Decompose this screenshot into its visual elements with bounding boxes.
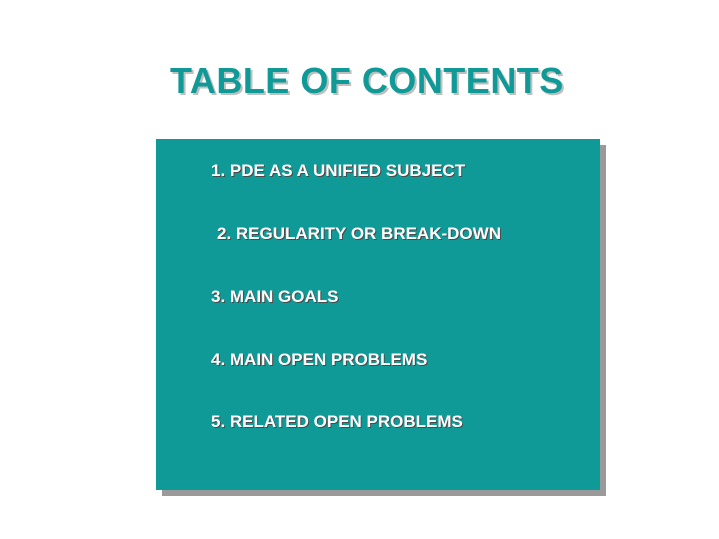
contents-item-3: 3. MAIN GOALS bbox=[211, 287, 339, 306]
slide-title: TABLE OF CONTENTS bbox=[170, 60, 564, 101]
contents-item-4: 4. MAIN OPEN PROBLEMS bbox=[211, 350, 428, 369]
contents-item-5: 5. RELATED OPEN PROBLEMS bbox=[211, 412, 463, 431]
contents-box: 1. PDE AS A UNIFIED SUBJECT 2. REGULARIT… bbox=[156, 139, 600, 490]
contents-item-1: 1. PDE AS A UNIFIED SUBJECT bbox=[211, 161, 466, 180]
contents-item-2: 2. REGULARITY OR BREAK-DOWN bbox=[217, 224, 501, 243]
